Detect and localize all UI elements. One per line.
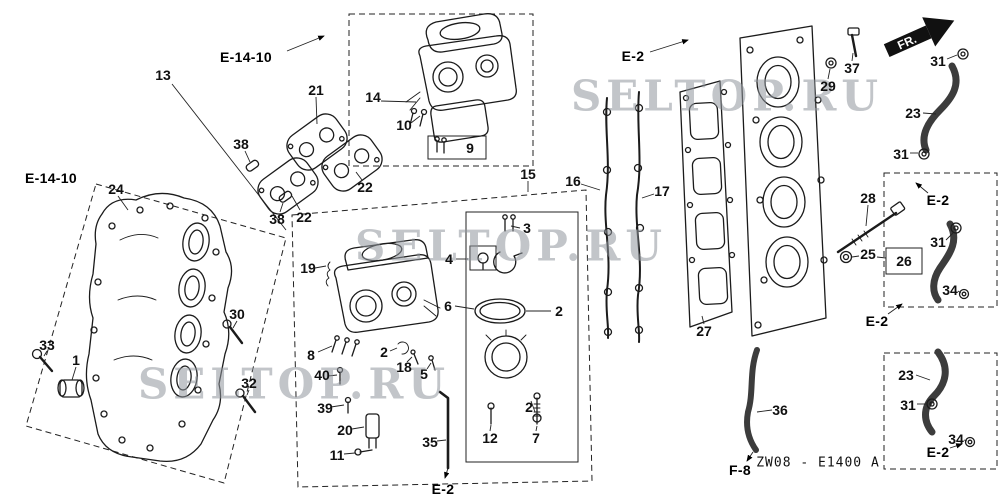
carburetor-gasket-set xyxy=(245,113,383,215)
assembly-boxes xyxy=(25,13,998,488)
diagram-code: ZW08 - E1400 A xyxy=(756,455,880,471)
float-chamber-parts xyxy=(474,214,542,425)
hose-23-top xyxy=(920,62,960,154)
hose-middle xyxy=(930,220,958,304)
leader-lines xyxy=(43,52,968,455)
front-direction-arrow: FR. xyxy=(883,17,955,58)
center-carburetor-assembly xyxy=(325,239,450,470)
manifold-hardware xyxy=(31,319,257,414)
hose-23-bottom xyxy=(922,348,949,436)
top-carburetor-assembly xyxy=(405,13,517,154)
link-rod-16 xyxy=(602,97,613,339)
left-intake-manifold xyxy=(85,192,233,463)
reference-arrows xyxy=(286,35,963,479)
tube-36 xyxy=(744,347,760,453)
link-rod-17 xyxy=(633,91,645,343)
o-rings xyxy=(918,48,976,448)
intake-plate xyxy=(739,25,828,337)
manifold-gasket-27 xyxy=(679,80,736,328)
right-hardware xyxy=(744,27,976,453)
